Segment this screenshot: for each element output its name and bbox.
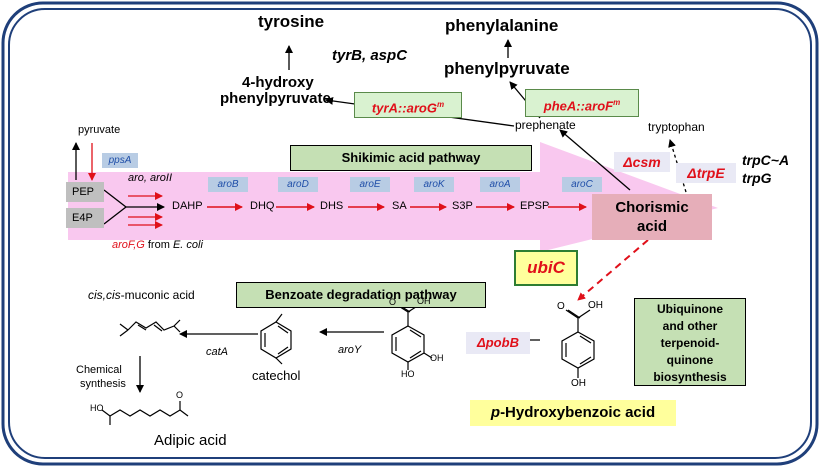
intermediate-dhq: DHQ (250, 200, 275, 212)
phba-prefix: p (490, 404, 501, 421)
aroD-box: aroD (278, 177, 318, 192)
phba-oh-top: OH (588, 300, 603, 311)
muconic-prefix: cis,cis (88, 288, 121, 302)
intermediate-sa: SA (392, 200, 407, 212)
ppsA-box: ppsA (102, 153, 138, 168)
aroB-box: aroB (208, 177, 248, 192)
pobB-deletion-box: ΔpobB (466, 332, 530, 354)
tyrA-aroG-sup: m (436, 100, 445, 109)
trpC-line2: trpG (742, 170, 772, 186)
chorismic-line1: Chorismic (615, 199, 689, 216)
ubiC-box: ubiC (514, 250, 578, 286)
aroC-box: aroC (562, 177, 602, 192)
intermediate-epsp: EPSP (520, 200, 550, 212)
muconic-suffix: -muconic acid (120, 288, 195, 302)
pca-oh-top: OH (417, 296, 431, 306)
hydroxy-line1: 4-hydroxy (242, 74, 314, 91)
chemical-line1: Chemical (76, 364, 122, 376)
ubiquinone-line-0: Ubiquinone (657, 302, 723, 316)
phba-o: O (557, 301, 565, 312)
shikimic-band (68, 142, 718, 252)
aroK-box: aroK (414, 177, 454, 192)
pep-box: PEP (66, 182, 104, 202)
aroFG-genes: aroF,G (112, 239, 145, 251)
prephenate-label: prephenate (515, 118, 576, 132)
tryptophan-label: tryptophan (648, 120, 705, 134)
ubiquinone-line-1: and other (662, 319, 718, 333)
ubiquinone-line-4: biosynthesis (653, 370, 727, 384)
phba-oh-bottom: OH (571, 378, 586, 389)
tyrA-aroG-box: tyrA::aroGm (354, 92, 462, 118)
ubiquinone-line-3: quinone (666, 353, 714, 367)
aroA-box: aroA (480, 177, 520, 192)
ubiC-label: ubiC (527, 258, 565, 277)
adipic-structure (101, 401, 189, 425)
shikimic-title-box: Shikimic acid pathway (290, 145, 532, 171)
aroFG-label: aroF,G from E. coli (112, 239, 203, 251)
from-label: from (144, 239, 173, 251)
pca-ho-bottom: HO (401, 369, 415, 379)
catechol-structure (260, 313, 292, 365)
aroY-label: aroY (338, 344, 362, 356)
e4p-box: E4P (66, 208, 104, 228)
chorismic-box: Chorismic acid (592, 194, 712, 240)
chorismic-line2: acid (636, 218, 667, 235)
adipic-ho: HO (90, 403, 104, 413)
adipic-o: O (176, 390, 184, 400)
phba-suffix: -Hydroxybenzoic acid (500, 404, 656, 421)
tyrosine-label: tyrosine (258, 12, 325, 31)
tyrA-aroG-label: tyrA::aroG (371, 100, 437, 116)
catA-label: catA (206, 346, 229, 358)
phba-label-box: p-Hydroxybenzoic acid (470, 400, 676, 426)
pheA-aroF-sup: m (613, 98, 621, 107)
muconic-structure (119, 319, 181, 337)
intermediate-s3p: S3P (452, 200, 473, 212)
pyruvate-label: pyruvate (78, 124, 121, 136)
phba-structure (561, 309, 595, 378)
aroE-box: aroE (350, 177, 390, 192)
trpE-deletion-box: ΔtrpE (676, 163, 736, 183)
aro-aroII-label: aro, aroII (128, 172, 173, 184)
hydroxy-line2: phenylpyruvate (220, 90, 331, 107)
catechol-label: catechol (252, 368, 301, 383)
pheA-aroF-label: pheA::aroF (543, 98, 614, 114)
intermediate-dhs: DHS (320, 200, 344, 212)
ecoli-label: E. coli (172, 239, 203, 251)
phenylpyruvate-label: phenylpyruvate (444, 59, 570, 78)
pheA-aroF-box: pheA::aroFm (525, 89, 639, 117)
muconic-label: cis,cis-muconic acid (88, 288, 195, 302)
pca-o: O (389, 297, 397, 307)
inner-frame (8, 8, 812, 459)
trpC-line1: trpC~A (742, 152, 790, 168)
ubiquinone-box: Ubiquinone and other terpenoid- quinone … (634, 298, 746, 386)
adipic-label: Adipic acid (154, 432, 227, 449)
ubiquinone-line-2: terpenoid- (660, 336, 720, 350)
protocatechuate-structure (391, 304, 433, 370)
tyrB-aspC-label: tyrB, aspC (332, 47, 408, 64)
chemical-line2: synthesis (80, 378, 126, 390)
intermediate-dahp: DAHP (172, 200, 203, 212)
pca-oh-mid: OH (430, 353, 444, 363)
benzoate-title-box: Benzoate degradation pathway (236, 282, 486, 308)
phenylalanine-label: phenylalanine (445, 16, 559, 35)
csm-deletion-box: Δcsm (614, 152, 670, 172)
